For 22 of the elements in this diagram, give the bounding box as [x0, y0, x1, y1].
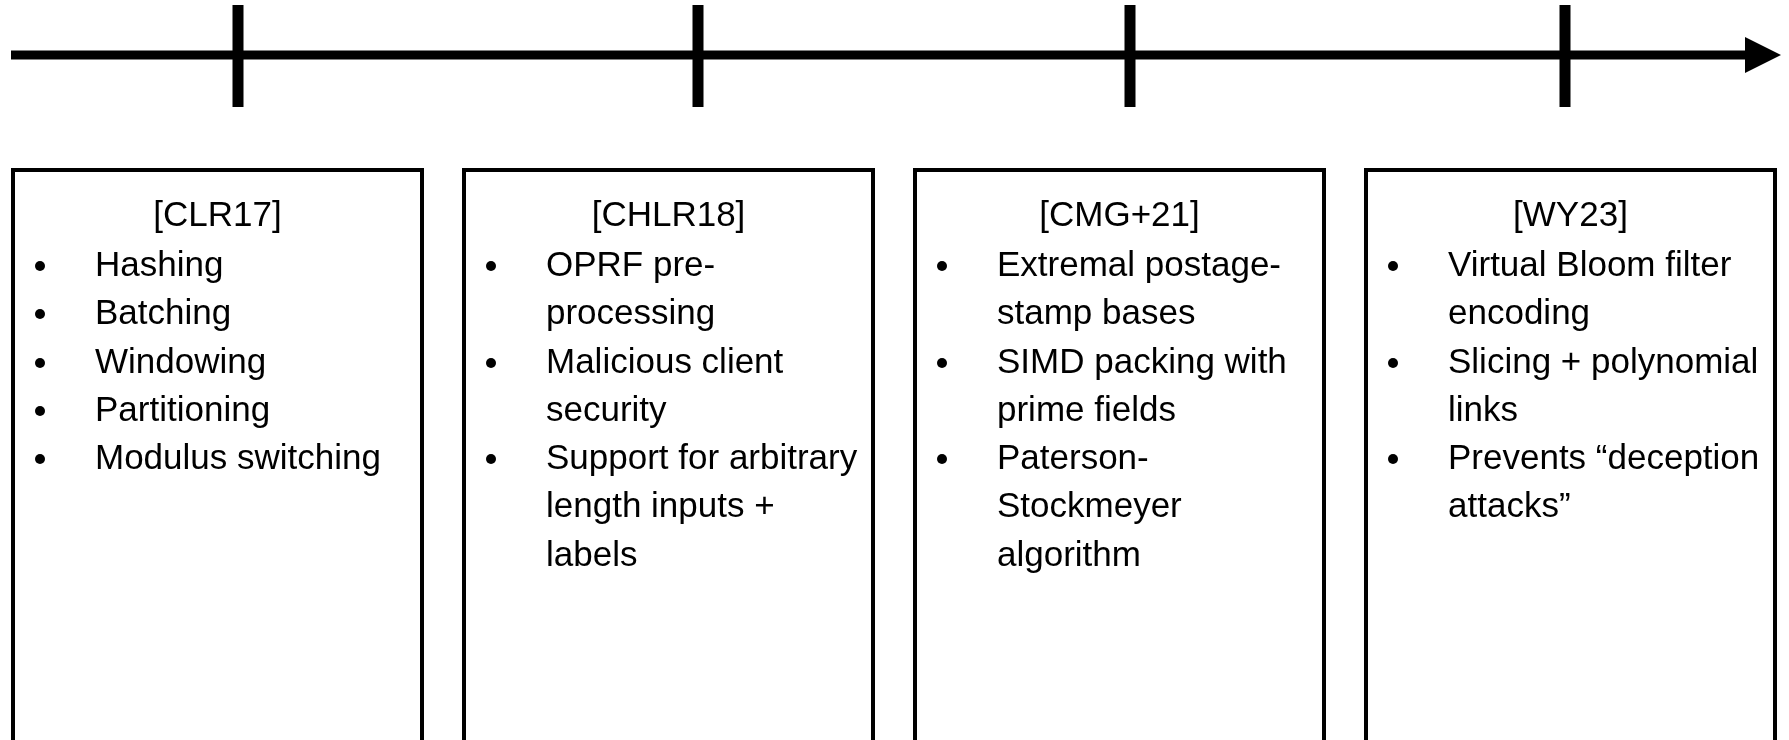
citation-heading: [CHLR18] — [591, 194, 746, 234]
citation-heading: [CLR17] — [153, 194, 282, 234]
bullet-text: Malicious client security — [546, 340, 784, 428]
bullet-text: Paterson-Stockmeyer algorithm — [997, 437, 1182, 573]
bullet-text: OPRF pre-processing — [546, 244, 716, 332]
bullet-text: Support for arbitrary length inputs + labels — [546, 437, 858, 573]
bullet-text: Prevents “deception attacks” — [1448, 437, 1760, 525]
bullet-text: Windowing — [95, 340, 267, 380]
bullet-text: SIMD packing with prime fields — [997, 340, 1287, 428]
bullet-text: Virtual Bloom filter encoding — [1448, 244, 1732, 332]
bullet-text: Batching — [95, 292, 232, 332]
timeline-box — [913, 168, 1326, 740]
timeline-box — [1364, 168, 1777, 740]
timeline-box — [11, 168, 424, 740]
bullet-text: Extremal postage-stamp bases — [997, 244, 1282, 332]
citation-heading: [CMG+21] — [1039, 194, 1200, 234]
citation-heading: [WY23] — [1513, 194, 1628, 234]
bullet-text: Slicing + polynomial links — [1448, 340, 1759, 428]
bullet-text: Modulus switching — [95, 437, 381, 477]
timeline-box — [462, 168, 875, 740]
bullet-text: Partitioning — [95, 388, 271, 428]
bullet-text: Hashing — [95, 244, 224, 283]
